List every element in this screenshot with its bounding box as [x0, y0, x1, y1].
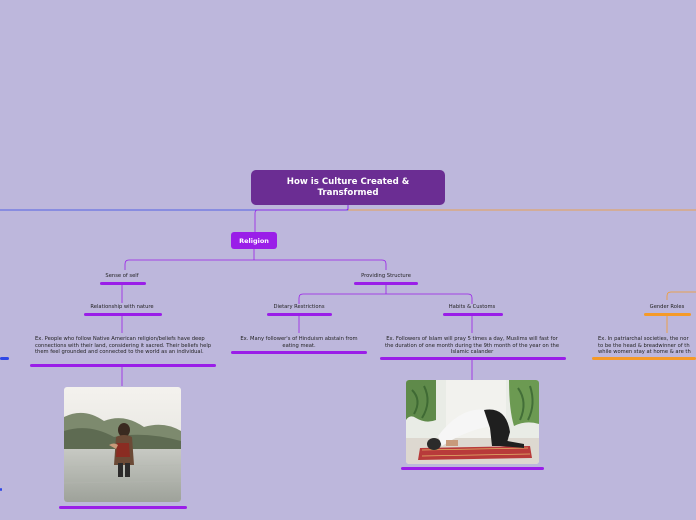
subtopic-habits-customs[interactable]: Habits & Customs	[448, 304, 496, 310]
subtopic-gender-roles[interactable]: Gender Roles	[649, 304, 685, 310]
providing-structure-underline	[354, 282, 418, 285]
topic-religion-label: Religion	[239, 236, 269, 245]
left-branch-underline	[0, 357, 9, 360]
left-branch-underline-lower	[0, 488, 2, 491]
islam-underline	[380, 357, 566, 360]
prayer-photo-underline	[401, 467, 544, 470]
example-hinduism[interactable]: Ex. Many follower's of Hinduism abstain …	[240, 336, 358, 349]
example-patriarchal[interactable]: Ex. In patriarchal societies, the nor to…	[598, 336, 696, 356]
subtopic-dietary-restrictions[interactable]: Dietary Restrictions	[273, 304, 325, 310]
hinduism-underline	[231, 351, 367, 354]
patriarchal-line-1: Ex. In patriarchal societies, the nor	[598, 336, 689, 342]
patriarchal-underline	[592, 357, 696, 360]
habits-customs-underline	[443, 313, 503, 316]
subtopic-sense-of-self[interactable]: Sense of self	[105, 273, 139, 279]
central-topic[interactable]: How is Culture Created & Transformed	[251, 170, 445, 205]
prayer-photo	[406, 380, 539, 464]
subtopic-relationship-with-nature[interactable]: Relationship with nature	[90, 304, 154, 310]
subtopic-providing-structure[interactable]: Providing Structure	[361, 273, 411, 279]
dietary-restrictions-underline	[267, 313, 332, 316]
example-islam[interactable]: Ex. Followers of Islam will pray 5 times…	[384, 336, 560, 356]
relationship-with-nature-underline	[84, 313, 162, 316]
native-american-photo	[64, 387, 181, 502]
gender-roles-underline	[644, 313, 691, 316]
patriarchal-line-2: to be the head & breadwinner of th	[598, 342, 690, 349]
central-topic-label: How is Culture Created & Transformed	[286, 176, 410, 198]
example-native-american[interactable]: Ex. People who follow Native American re…	[35, 336, 212, 356]
native-american-underline	[30, 364, 216, 367]
topic-religion[interactable]: Religion	[231, 232, 277, 249]
patriarchal-line-3: while women stay at home & are th	[598, 349, 691, 356]
native-american-photo-underline	[59, 506, 187, 509]
sense-of-self-underline	[100, 282, 146, 285]
